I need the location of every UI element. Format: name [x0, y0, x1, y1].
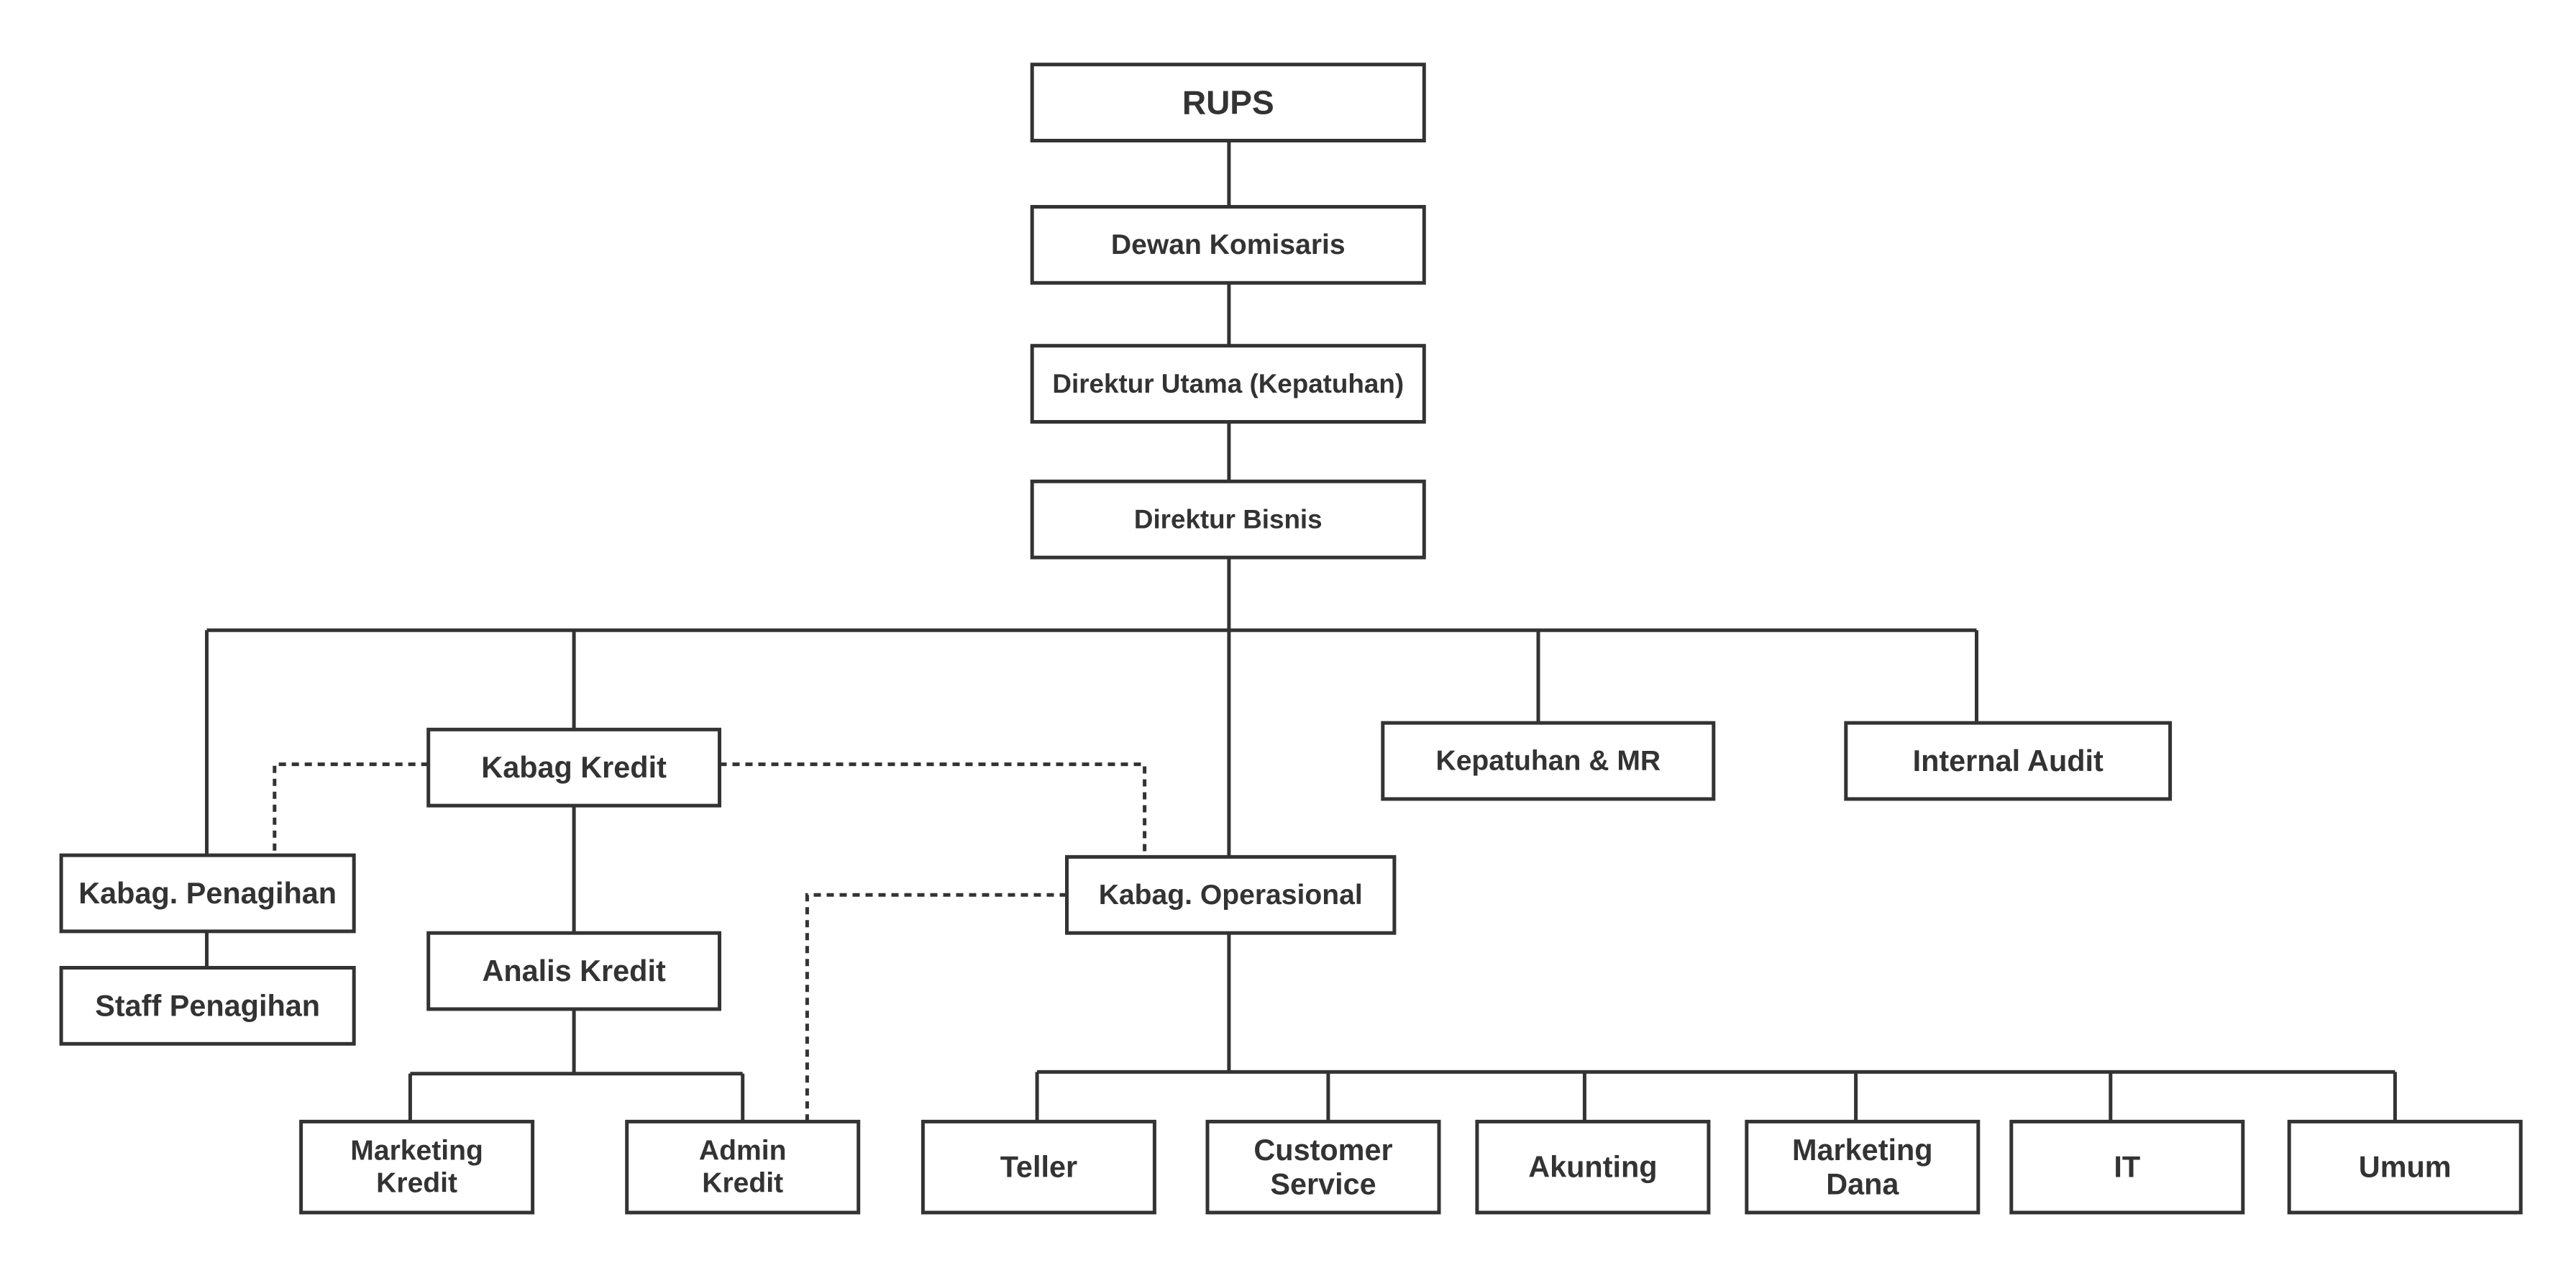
org-box-label: IT [2114, 1151, 2140, 1184]
org-box-label: Admin [699, 1136, 787, 1167]
org-box-frame [1205, 1119, 1441, 1215]
org-box-frame [2009, 1119, 2245, 1215]
org-box-frame [1030, 344, 1426, 424]
org-box-frame [426, 727, 721, 808]
org-box-label: Umum [2359, 1151, 2452, 1184]
org-box-label: Customer [1253, 1134, 1392, 1167]
org-box-staff-penagihan: Staff Penagihan [59, 966, 356, 1046]
org-box-label: Kredit [376, 1168, 457, 1199]
org-box-kabag-operasional: Kabag. Operasional [1065, 854, 1397, 935]
org-box-kabag-penagihan: Kabag. Penagihan [59, 853, 356, 934]
org-box-label: Analis Kredit [482, 954, 666, 988]
org-box-label: Teller [1000, 1151, 1077, 1184]
org-box-kepatuhan-mr: Kepatuhan & MR [1381, 721, 1716, 801]
org-box-kabag-kredit: Kabag Kredit [426, 727, 721, 808]
org-box-label: Direktur Utama (Kepatuhan) [1052, 369, 1404, 398]
org-box-frame [1065, 854, 1397, 935]
org-box-label: Kabag. Penagihan [78, 877, 337, 910]
org-box-label: Akunting [1528, 1151, 1657, 1184]
org-box-direktur-utama: Direktur Utama (Kepatuhan) [1030, 344, 1426, 424]
org-box-rups: RUPS [1030, 63, 1426, 142]
org-box-label: Dewan Komisaris [1111, 229, 1346, 260]
org-box-label: RUPS [1182, 84, 1274, 122]
org-box-frame [921, 1119, 1156, 1215]
org-box-teller: Teller [921, 1119, 1156, 1215]
dashed-coordination-line [805, 893, 1067, 1122]
org-box-label: Dana [1826, 1167, 1899, 1200]
org-box-label: Kabag. Operasional [1099, 880, 1363, 911]
org-box-it: IT [2009, 1119, 2245, 1215]
org-box-umum: Umum [2287, 1119, 2523, 1215]
org-box-label: Marketing [1792, 1134, 1933, 1167]
org-box-label: Kepatuhan & MR [1435, 746, 1661, 777]
dashed-coordination-line [273, 762, 429, 856]
org-box-frame [59, 966, 356, 1046]
org-box-dewan-komisaris: Dewan Komisaris [1030, 205, 1426, 285]
org-box-label: Kabag Kredit [481, 751, 667, 784]
org-box-frame [1030, 479, 1426, 560]
org-box-frame [1475, 1119, 1711, 1215]
dashed-coordination-line [719, 762, 1147, 857]
org-box-frame [1844, 721, 2173, 801]
org-box-akunting: Akunting [1475, 1119, 1711, 1215]
org-box-frame [1030, 63, 1426, 142]
org-box-frame [426, 931, 721, 1011]
org-box-label: Staff Penagihan [95, 989, 320, 1022]
org-box-frame [1030, 205, 1426, 285]
org-box-frame [1745, 1119, 1981, 1215]
org-box-frame [1381, 721, 1716, 801]
org-box-label: Service [1270, 1167, 1376, 1200]
org-box-frame [2287, 1119, 2523, 1215]
org-box-label: Kredit [702, 1168, 783, 1199]
org-box-analis-kredit: Analis Kredit [426, 931, 721, 1011]
org-box-internal-audit: Internal Audit [1844, 721, 2173, 801]
org-box-label: Internal Audit [1913, 744, 2104, 777]
org-box-frame [59, 853, 356, 934]
org-box-direktur-bisnis: Direktur Bisnis [1030, 479, 1426, 560]
org-box-frame [625, 1119, 861, 1215]
connector-lines [205, 140, 2397, 1122]
org-box-label: Marketing [350, 1136, 483, 1167]
org-box-label: Direktur Bisnis [1134, 505, 1323, 534]
org-box-frame [299, 1119, 535, 1215]
